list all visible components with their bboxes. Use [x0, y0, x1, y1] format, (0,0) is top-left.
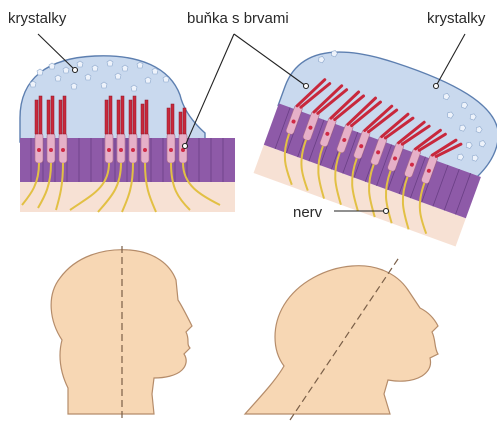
leader-hair-cell-left [185, 34, 234, 146]
label-crystals-left: krystalky [8, 11, 66, 26]
label-nerve: nerv [293, 205, 322, 220]
head-silhouette-upright [51, 246, 192, 420]
label-hair-cell: buňka s brvami [187, 11, 289, 26]
macula-upright [20, 56, 235, 212]
head-silhouette-tilted [245, 256, 438, 420]
leader-hair-cell-right [234, 34, 306, 86]
label-crystals-right: krystalky [427, 11, 485, 26]
macula-tilted [254, 30, 497, 248]
leader-crystals-right [436, 34, 465, 86]
